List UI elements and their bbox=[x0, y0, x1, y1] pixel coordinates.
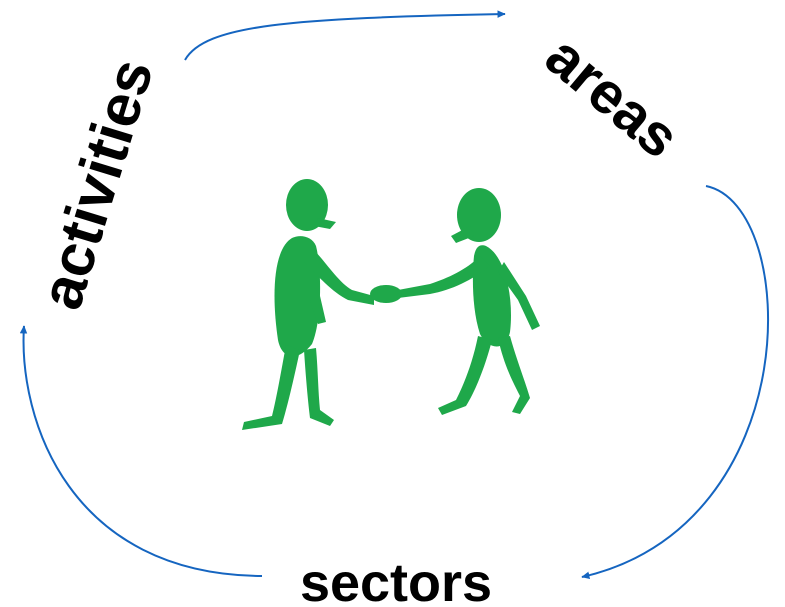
left-person-right-leg bbox=[304, 348, 334, 426]
right-person bbox=[398, 188, 540, 415]
arrow-activities-to-areas bbox=[184, 10, 506, 61]
label-activities: activities bbox=[27, 51, 166, 316]
left-person bbox=[242, 179, 374, 430]
label-sectors: sectors bbox=[300, 553, 492, 607]
left-person-cap-brim bbox=[314, 218, 336, 229]
left-person-head bbox=[286, 179, 328, 231]
right-person-left-leg bbox=[438, 336, 492, 415]
left-person-back-arm bbox=[288, 258, 326, 324]
two-people-shaking-hands-icon bbox=[242, 179, 540, 430]
label-areas: areas bbox=[534, 23, 692, 170]
handshake-hands bbox=[370, 285, 402, 303]
right-person-cap-brim bbox=[451, 226, 474, 243]
arrow-sectors-to-activities bbox=[19, 325, 263, 577]
left-person-left-leg bbox=[242, 345, 300, 430]
arrow-areas-to-sectors bbox=[581, 185, 769, 579]
right-person-back-arm bbox=[498, 262, 540, 330]
right-person-right-leg bbox=[498, 336, 530, 414]
right-person-arm bbox=[398, 256, 490, 298]
left-person-arm bbox=[304, 248, 374, 305]
